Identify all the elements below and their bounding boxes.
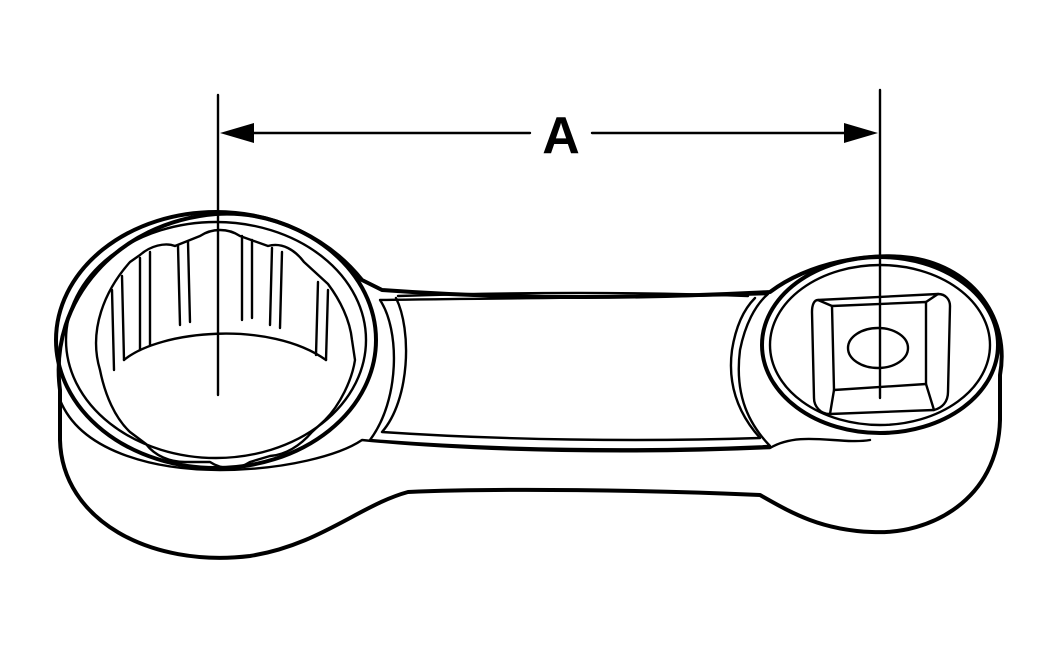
right-socket: [760, 255, 1000, 435]
dimension-arrow-right: [844, 123, 878, 143]
left-socket-flute-4: [268, 246, 284, 330]
square-drive-corner-lines: [816, 292, 940, 416]
left-socket-inner-rim: [64, 220, 368, 460]
dimension-arrow-left: [220, 123, 254, 143]
left-socket-flute-3: [240, 234, 254, 322]
detent-ball-hole: [846, 326, 910, 370]
dimension-a: A: [216, 88, 882, 400]
left-socket-flute-1: [138, 250, 152, 352]
handle-recess: [368, 291, 772, 451]
recess-outer: [368, 292, 772, 451]
recess-inner: [380, 296, 762, 442]
left-socket-spline-opening: [94, 228, 357, 470]
left-socket-flute-6: [110, 274, 126, 372]
dimension-label: A: [542, 107, 580, 165]
left-socket-outer-rim: [54, 210, 378, 470]
recess-floor-top: [396, 291, 750, 298]
left-socket-flute-5: [314, 280, 330, 362]
left-socket-flute-2: [176, 240, 192, 327]
